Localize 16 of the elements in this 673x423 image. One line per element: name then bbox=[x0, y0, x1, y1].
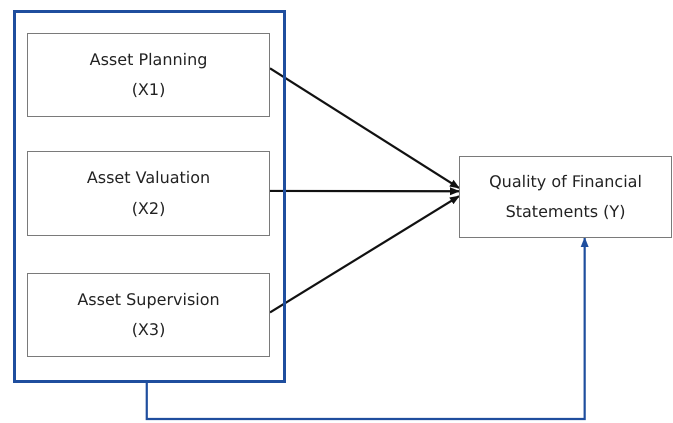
variable-box bbox=[459, 156, 672, 238]
arrow bbox=[270, 187, 460, 196]
box-label: Asset Valuation bbox=[86, 167, 210, 190]
arrow bbox=[146, 237, 589, 420]
variable-box bbox=[27, 273, 270, 357]
group-box bbox=[13, 10, 286, 383]
box-label: Quality of Financial Statements (Y) bbox=[488, 170, 643, 223]
box-label: Asset Planning bbox=[90, 48, 208, 71]
arrow bbox=[269, 195, 460, 314]
box-label: (X3) bbox=[132, 319, 166, 341]
box-label: (X2) bbox=[132, 198, 166, 220]
box-label: Asset Supervision bbox=[77, 288, 220, 311]
box-label: (X1) bbox=[132, 79, 166, 101]
arrow bbox=[269, 67, 460, 189]
variable-box bbox=[27, 33, 270, 117]
variable-box bbox=[27, 151, 270, 236]
